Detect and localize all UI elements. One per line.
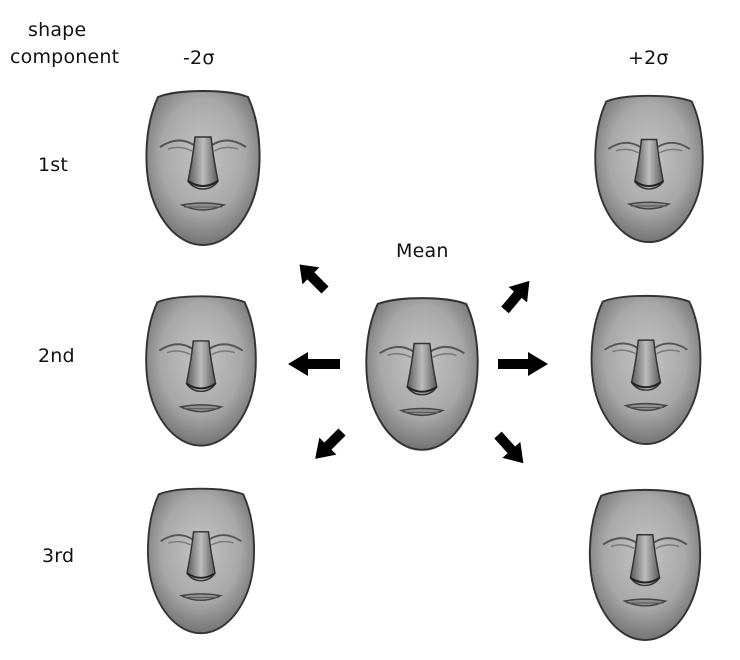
arrow-left xyxy=(288,352,340,376)
row-label-1st: 1st xyxy=(38,154,69,176)
header-shape-label: shape xyxy=(28,19,87,41)
mean-label: Mean xyxy=(396,240,449,262)
arrow-up-right xyxy=(501,280,530,314)
row-label-2nd: 2nd xyxy=(38,345,75,367)
arrow-right xyxy=(498,352,548,376)
arrow-down-left xyxy=(315,428,346,459)
arrow-down-right xyxy=(494,431,524,464)
row-label-3rd: 3rd xyxy=(42,545,75,567)
column-label-plus: +2σ xyxy=(628,47,669,69)
arrow-up-left xyxy=(299,264,329,294)
column-label-minus: -2σ xyxy=(183,47,215,69)
header-component-label: component xyxy=(10,46,120,68)
